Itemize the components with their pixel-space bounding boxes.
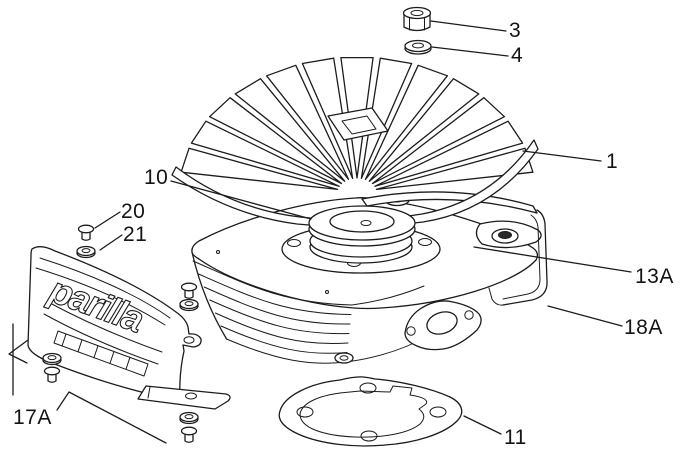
leader-20	[94, 211, 121, 229]
callout-label-3: 3	[509, 19, 521, 42]
head-fins	[180, 56, 534, 191]
mounting-plate	[137, 385, 231, 410]
callout-labels: 3 4 1 10 20 21 13A 18A 17A 11	[13, 19, 674, 449]
right-screw-head	[498, 231, 512, 239]
head-base-rim	[171, 139, 539, 228]
callout-label-11: 11	[504, 426, 527, 449]
cylinder-head-part	[171, 56, 539, 228]
right-shroud-part	[361, 191, 548, 306]
leader-21	[99, 234, 123, 251]
callout-label-1: 1	[606, 150, 618, 173]
screw-head	[77, 224, 95, 234]
exhaust-flange	[404, 300, 482, 351]
callout-label-4: 4	[511, 44, 523, 67]
fin	[208, 97, 343, 185]
shroud-ear-hole	[183, 336, 195, 344]
leader-1	[522, 150, 602, 162]
head-gasket-part	[308, 205, 416, 247]
fin	[371, 97, 506, 185]
fin	[368, 78, 480, 182]
left-shroud-body	[27, 246, 202, 400]
plug-recess	[327, 107, 389, 141]
nut-washer-part	[404, 39, 432, 55]
base-gasket-cutout	[299, 385, 428, 438]
base-gasket-outline	[278, 376, 463, 447]
callout-label-17A: 17A	[13, 406, 52, 429]
fin	[374, 120, 524, 187]
base-stud-ear	[334, 352, 354, 364]
fin	[265, 64, 350, 181]
shroud-screw-20	[77, 224, 95, 241]
leader-lines	[12, 20, 632, 444]
callout-label-21: 21	[123, 223, 147, 246]
hex-nut-part	[402, 6, 432, 32]
bottom-left-tab	[8, 339, 29, 364]
base-gasket-part	[278, 376, 463, 447]
fastener-clip-d	[179, 411, 199, 443]
shroud-washer-21	[76, 245, 96, 259]
fin	[364, 64, 449, 181]
fastener-clip-c	[42, 352, 62, 383]
leader-11	[463, 415, 502, 435]
fin	[234, 78, 346, 182]
callout-label-13A: 13A	[635, 265, 674, 288]
logo-lower-band	[53, 330, 149, 377]
cylinder-fins	[192, 260, 429, 364]
leader-17A-bracket	[56, 391, 167, 444]
fastener-clip-b	[179, 282, 199, 312]
leader-18A	[547, 305, 623, 327]
fin	[190, 120, 340, 187]
leader-13A	[473, 246, 632, 273]
fin	[180, 147, 339, 191]
plate-hole	[185, 392, 197, 400]
callout-label-10: 10	[144, 166, 168, 189]
callout-label-18A: 18A	[624, 316, 663, 339]
shroud-top-strip	[361, 191, 538, 214]
exhaust-port	[426, 311, 458, 335]
leader-4	[431, 46, 509, 57]
leader-3	[430, 20, 507, 32]
callout-label-20: 20	[121, 200, 145, 223]
leader-10	[170, 180, 312, 220]
